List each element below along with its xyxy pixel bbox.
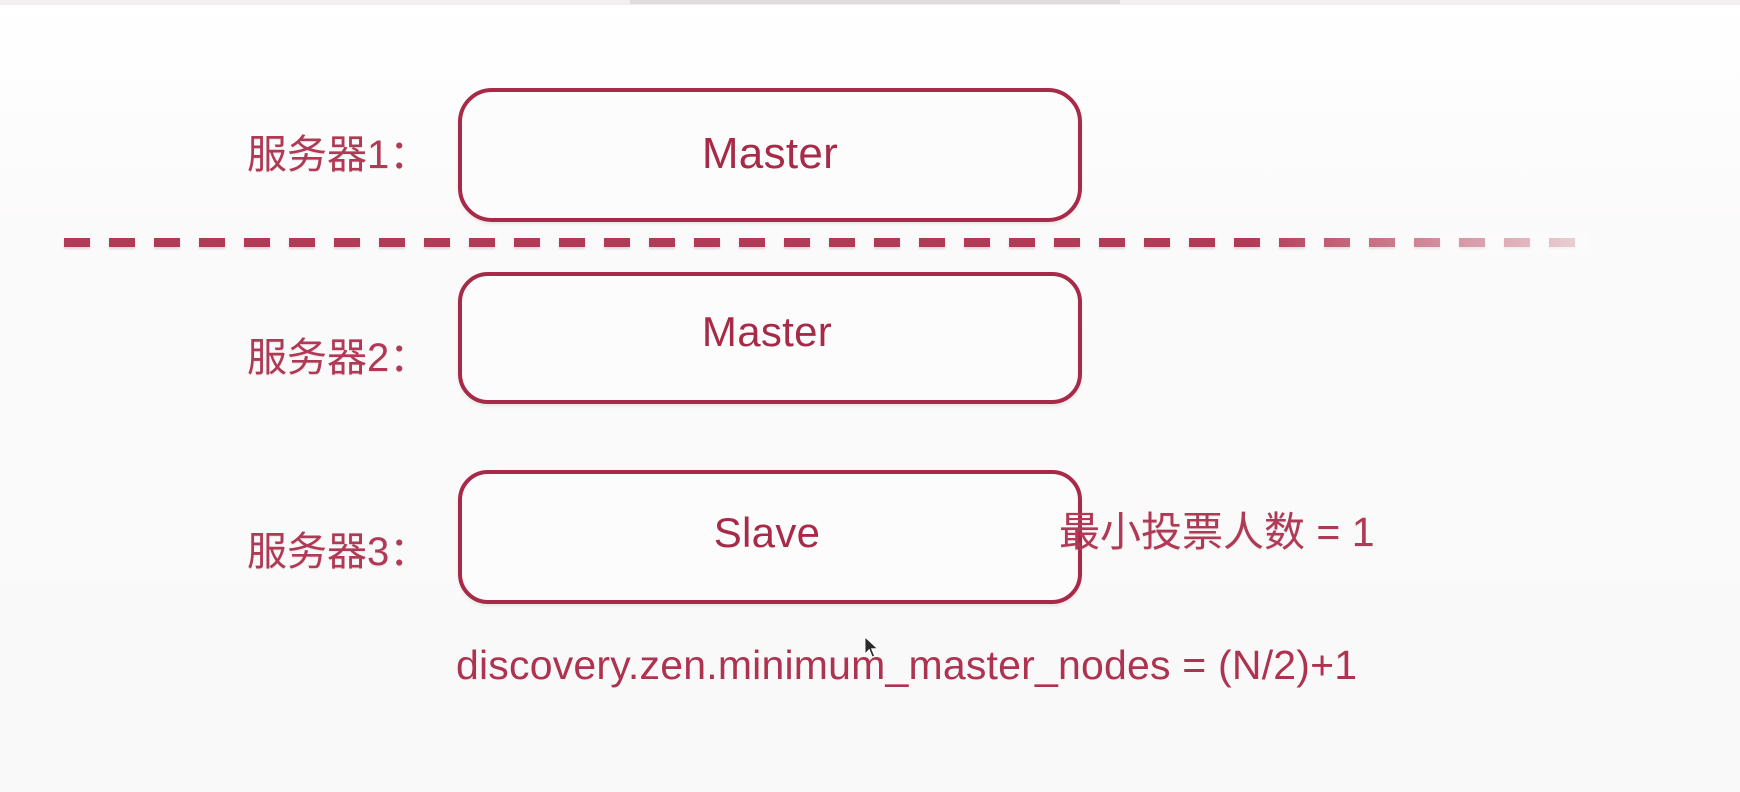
network-split-dashed-line — [64, 238, 1582, 247]
node-box-server-3[interactable]: Slave — [458, 470, 1082, 604]
top-edge-strip-dark — [630, 0, 1120, 4]
server-row-label-1: 服务器1： — [247, 133, 430, 177]
node-role-label-3: Slave — [713, 509, 821, 556]
server-row-label-2: 服务器2： — [247, 336, 430, 380]
min-votes-annotation: 最小投票人数 = 1 — [1059, 509, 1375, 555]
server-row-label-3: 服务器3： — [247, 530, 430, 574]
node-box-server-2[interactable]: Master — [458, 272, 1082, 404]
minimum-master-nodes-formula: discovery.zen.minimum_master_nodes = (N/… — [456, 642, 1358, 688]
node-box-server-1[interactable]: Master — [458, 88, 1082, 222]
node-role-label-2: Master — [701, 308, 833, 355]
node-role-label-1: Master — [701, 129, 839, 178]
